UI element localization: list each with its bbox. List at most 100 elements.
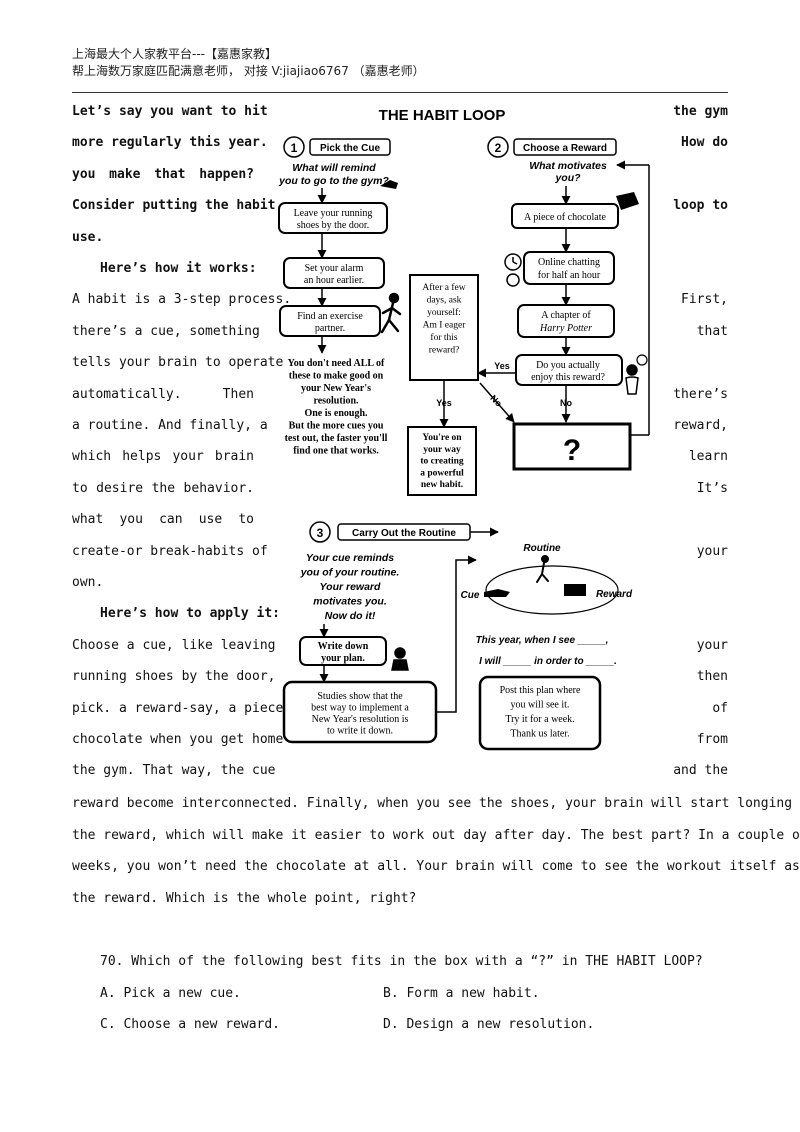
- left-text-line: Choose a cue, like leaving: [72, 637, 276, 653]
- loop-runner-icon: [536, 555, 549, 583]
- left-text-line: what you can use to: [72, 512, 254, 528]
- s3-line: Your cue reminds: [306, 552, 394, 564]
- loop-cycle: [485, 565, 619, 615]
- question-mark: ?: [563, 434, 581, 467]
- step1-label-box: [309, 138, 391, 156]
- right-text-line: your: [696, 637, 728, 653]
- loop-reward-label: Reward: [596, 589, 633, 600]
- left-text-line: Here’s how to apply it:: [100, 606, 281, 622]
- s3-line: Now do it!: [325, 610, 376, 622]
- writer-icon: [391, 647, 409, 671]
- cue-1-line2: shoes by the door.: [297, 220, 369, 231]
- option-d: D. Design a new resolution.: [383, 1017, 595, 1032]
- cue-2-box: [283, 257, 385, 289]
- right-text-line: there’s: [673, 386, 728, 402]
- reward-3-line2: Harry Potter: [539, 323, 592, 334]
- question-mark-box: [512, 422, 632, 471]
- cue-3-line1: Find an exercise: [297, 311, 363, 322]
- step3-number: 3: [317, 526, 324, 540]
- shoe-icon: [380, 180, 398, 189]
- post-line: Thank us later.: [510, 729, 569, 740]
- header-line-1: 上海最大个人家教平台---【嘉惠家教】: [72, 47, 277, 61]
- right-text-line: First,: [681, 292, 728, 308]
- figure-title: THE HABIT LOOP: [379, 107, 506, 124]
- emoji-icon: [506, 273, 520, 287]
- step2-number: 2: [495, 141, 502, 155]
- s3-line: motivates you.: [313, 596, 387, 608]
- step3-label: Carry Out the Routine: [352, 528, 456, 539]
- header-rule: [72, 92, 728, 93]
- option-b: B. Form a new habit.: [383, 986, 540, 1001]
- note-line: resolution.: [313, 396, 359, 407]
- right-text-line: then: [696, 669, 728, 685]
- bottom-text-line: reward become interconnected. Finally, w…: [72, 796, 800, 811]
- left-text-line: use.: [72, 229, 104, 245]
- left-text-line: the gym. That way, the cue: [72, 763, 276, 779]
- loop-routine-label: Routine: [523, 543, 561, 554]
- step2-label: Choose a Reward: [523, 143, 607, 154]
- write-plan-line2: your plan.: [321, 653, 365, 664]
- left-text-line: there’s a cue, something: [72, 323, 260, 339]
- s3-line: you of your routine.: [300, 567, 400, 579]
- step2-question-2: you?: [554, 172, 581, 184]
- yes-label-1: Yes: [436, 398, 452, 408]
- ask-line: yourself:: [427, 307, 461, 318]
- enjoy-reward-box: [515, 354, 623, 386]
- new-habit-box: [407, 426, 477, 496]
- header-line-2: 帮上海数万家庭匹配满意老师， 对接 V:jiajiao6767 （嘉惠老师）: [72, 64, 425, 78]
- left-text-line: more regularly this year.: [72, 135, 268, 151]
- enjoy-reward-line2: enjoy this reward?: [531, 372, 605, 383]
- ask-line: days, ask: [427, 296, 462, 306]
- right-text-line: loop to: [673, 198, 728, 214]
- studies-line: best way to implement a: [311, 703, 409, 714]
- right-text-line: reward,: [673, 418, 728, 433]
- plan-line-1: This year, when I see _____,: [476, 635, 609, 646]
- step1-number: 1: [291, 141, 298, 155]
- right-text-line: It’s: [696, 480, 728, 496]
- right-text-line: How do: [681, 135, 728, 151]
- left-text-line: automatically. Then: [72, 386, 254, 402]
- left-text-line: Here’s how it works:: [100, 261, 257, 276]
- left-text-line: a routine. And finally, a: [72, 418, 268, 433]
- reward-2-box: [523, 251, 615, 285]
- post-line: Post this plan where: [500, 685, 581, 696]
- step2-label-box: [513, 138, 617, 156]
- habit-loop-figure: THE HABIT LOOP 1 Pick the Cue What will …: [262, 100, 666, 760]
- cue-1-line1: Leave your running: [294, 208, 373, 219]
- note-line: test out, the faster you'll: [285, 433, 388, 444]
- step1-label: Pick the Cue: [320, 143, 380, 154]
- studies-line: to write it down.: [327, 726, 393, 737]
- post-line: you will see it.: [511, 700, 570, 711]
- left-text-line: create-or break-habits of: [72, 543, 268, 559]
- right-text-line: the gym: [673, 104, 728, 119]
- reward-3-line1: A chapter of: [541, 310, 591, 321]
- ask-line: After a few: [422, 282, 465, 293]
- post-plan-box: [478, 675, 602, 751]
- reward-1-box: [511, 203, 619, 229]
- cue-2-line1: Set your alarm: [305, 263, 364, 274]
- bottom-text-line: the reward, which will make it easier to…: [72, 827, 800, 843]
- cake-icon: [616, 192, 639, 210]
- studies-line: Studies show that the: [317, 691, 403, 702]
- write-plan-line1: Write down: [318, 641, 369, 652]
- note-line: You don't need ALL of: [288, 358, 385, 369]
- note-line: these to make good on: [289, 371, 384, 382]
- yes-label-2: Yes: [494, 361, 510, 371]
- loop-chocolate-icon: [564, 584, 586, 596]
- way-line: a powerful: [420, 468, 464, 478]
- studies-line: New Year's resolution is: [312, 714, 409, 725]
- reward-2-line2: for half an hour: [538, 270, 601, 281]
- step1-question-1: What will remind: [292, 162, 376, 174]
- post-line: Try it for a week.: [505, 714, 574, 725]
- enjoy-reward-line1: Do you actually: [536, 360, 600, 371]
- right-text-line: learn: [688, 449, 728, 465]
- write-plan-box: [299, 636, 387, 666]
- runner-icon: [380, 292, 402, 334]
- way-line: new habit.: [421, 480, 463, 490]
- step1-question-2: you to go to the gym?: [278, 175, 389, 187]
- cue-1-box: [278, 202, 388, 234]
- cue-2-line2: an hour earlier.: [304, 275, 364, 286]
